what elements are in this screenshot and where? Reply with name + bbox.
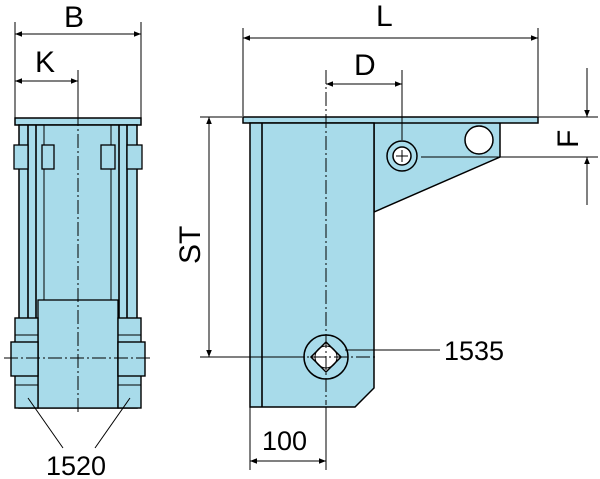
front-clip-left bbox=[13, 144, 29, 170]
dim-b-label: B bbox=[64, 1, 84, 34]
part-1520-label: 1520 bbox=[46, 451, 106, 479]
front-view bbox=[4, 112, 152, 412]
dim-b: B bbox=[14, 1, 142, 118]
dim-100: 100 bbox=[249, 407, 327, 470]
bracket-hole bbox=[464, 125, 494, 155]
dim-k: K bbox=[15, 46, 79, 112]
front-clip-left-2 bbox=[41, 144, 55, 170]
dim-k-label: K bbox=[35, 46, 55, 79]
leader-1535: 1535 bbox=[345, 336, 504, 366]
dim-f: F bbox=[421, 68, 598, 205]
front-nut-left bbox=[10, 341, 39, 377]
dim-st-label: ST bbox=[174, 226, 207, 264]
dim-100-label: 100 bbox=[262, 426, 307, 456]
dim-l-label: L bbox=[376, 0, 393, 33]
front-clip-right-2 bbox=[126, 144, 143, 170]
side-body bbox=[249, 122, 375, 408]
dim-st: ST bbox=[174, 116, 305, 358]
part-1535-label: 1535 bbox=[444, 336, 504, 366]
dim-f-label: F bbox=[552, 130, 585, 148]
leader-1520: 1520 bbox=[27, 397, 131, 479]
dim-d: D bbox=[326, 49, 403, 140]
front-nut-right bbox=[117, 341, 146, 377]
side-top-plate bbox=[242, 116, 539, 124]
front-clip-right bbox=[100, 144, 116, 170]
dim-d-label: D bbox=[354, 49, 376, 82]
dim-l: L bbox=[242, 0, 539, 116]
